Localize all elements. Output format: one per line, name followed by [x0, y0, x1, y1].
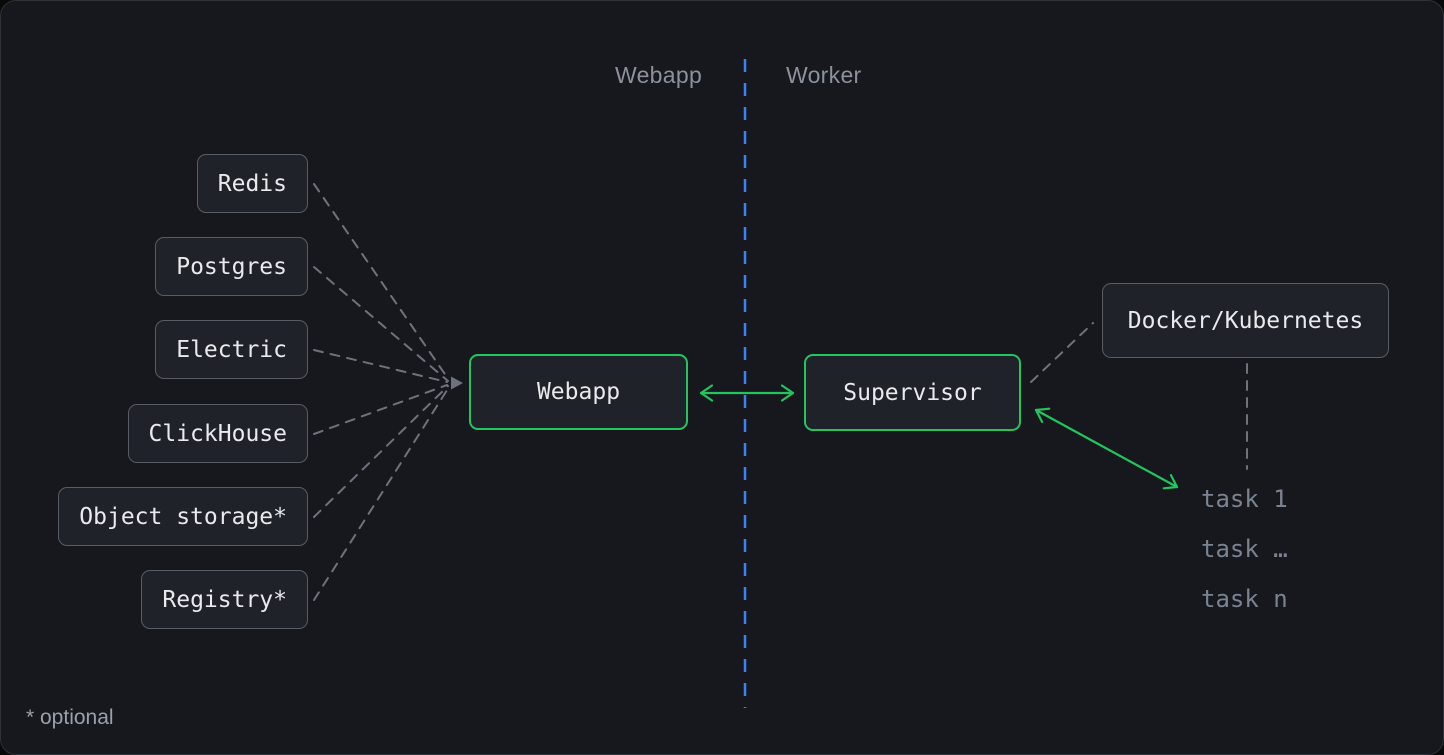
task-item-n: task n	[1201, 585, 1288, 613]
task-item-1: task 1	[1201, 485, 1288, 513]
node-object-storage: Object storage*	[58, 487, 308, 546]
edge-registry-webapp	[313, 386, 450, 601]
lane-label-webapp: Webapp	[615, 62, 703, 88]
node-docker-kubernetes: Docker/Kubernetes	[1102, 283, 1389, 358]
edge-supervisor-tasks-arrow	[1034, 407, 1179, 490]
node-postgres: Postgres	[155, 237, 308, 296]
edge-supervisor-runtime	[1030, 322, 1094, 383]
edge-object-storage-webapp	[313, 385, 449, 518]
edge-postgres-webapp	[313, 266, 449, 382]
edge-redis-webapp	[313, 183, 450, 381]
node-registry: Registry*	[141, 570, 308, 629]
lane-label-worker: Worker	[786, 62, 862, 88]
node-redis: Redis	[196, 154, 308, 213]
node-webapp: Webapp	[469, 354, 688, 430]
node-supervisor: Supervisor	[804, 354, 1021, 431]
edge-electric-webapp	[313, 349, 448, 383]
optional-footnote: * optional	[26, 706, 114, 729]
task-item-ellipsis: task …	[1201, 535, 1288, 563]
edge-clickhouse-webapp	[313, 384, 448, 435]
node-electric: Electric	[155, 320, 308, 379]
node-clickhouse: ClickHouse	[127, 404, 308, 463]
fan-in-arrowhead	[451, 376, 463, 390]
